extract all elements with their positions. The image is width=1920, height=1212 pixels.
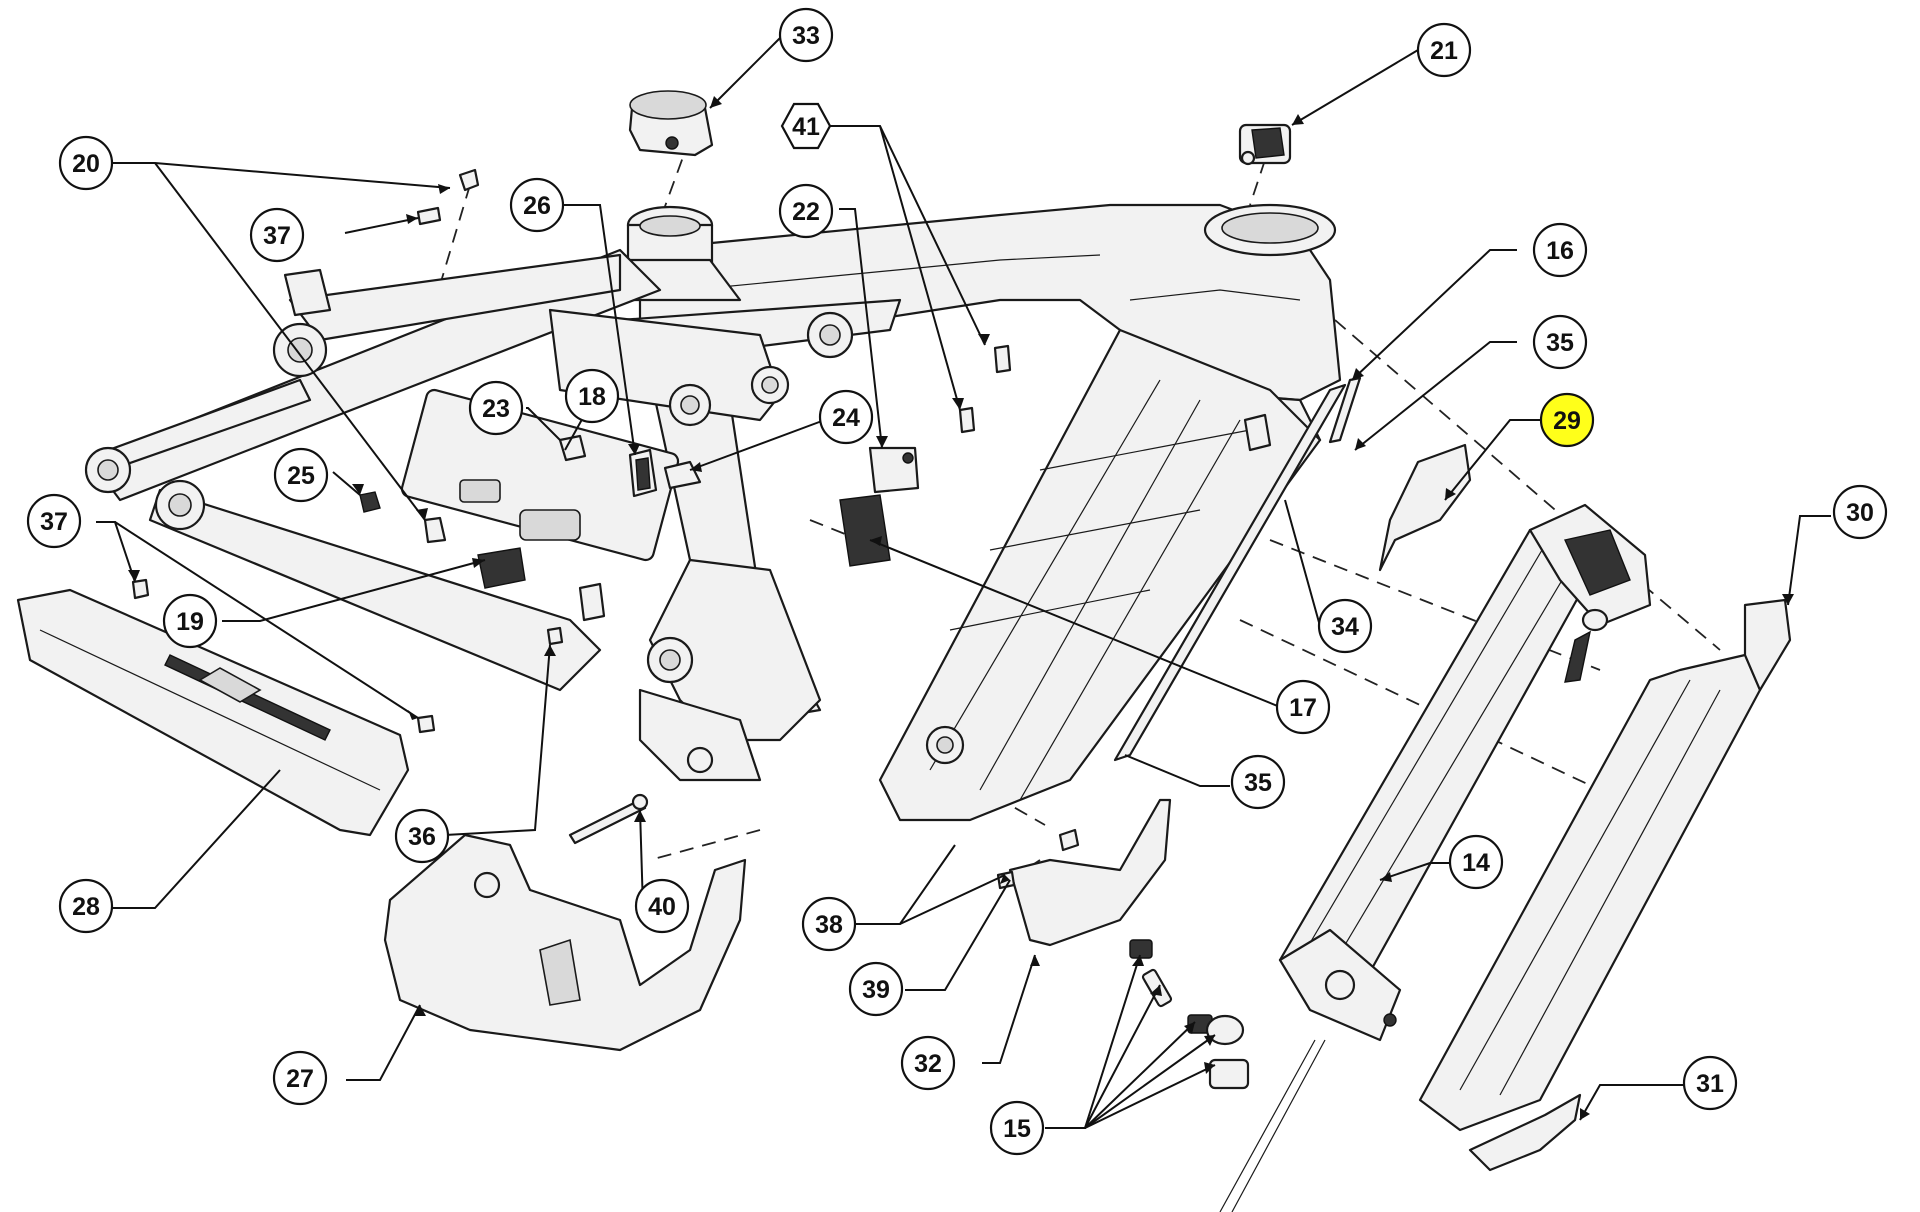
callout-37-left: 37 xyxy=(26,493,82,549)
callout-29-label: 29 xyxy=(1553,407,1581,435)
callout-14: 14 xyxy=(1448,834,1504,890)
chainstay-guard-part xyxy=(16,588,410,837)
callout-38-label: 38 xyxy=(815,911,843,939)
callout-24: 24 xyxy=(818,389,874,445)
callout-27-label: 27 xyxy=(286,1065,314,1093)
callout-26: 26 xyxy=(509,177,565,233)
callout-34: 34 xyxy=(1317,598,1373,654)
callout-18-label: 18 xyxy=(578,383,606,411)
callout-17-label: 17 xyxy=(1289,694,1317,722)
callout-23: 23 xyxy=(468,380,524,436)
callout-39: 39 xyxy=(848,961,904,1017)
callout-15-label: 15 xyxy=(1003,1115,1031,1143)
callout-33-label: 33 xyxy=(792,22,820,50)
callout-40: 40 xyxy=(634,878,690,934)
battery-clip-parts xyxy=(1378,443,1582,1172)
headset-cap-part xyxy=(1238,123,1292,166)
callout-36-label: 36 xyxy=(408,823,436,851)
callout-30: 30 xyxy=(1832,484,1888,540)
callout-16-label: 16 xyxy=(1546,237,1574,265)
leader-lines xyxy=(96,34,1831,1129)
callout-19: 19 xyxy=(162,593,218,649)
callout-17: 17 xyxy=(1275,679,1331,735)
leader-arrowheads xyxy=(128,96,1794,1120)
callouts: 33 21 41 20 26 22 16 37 35 29 23 18 24 2… xyxy=(26,7,1888,1156)
lower-guard-part xyxy=(996,798,1172,947)
callout-35-top: 35 xyxy=(1532,314,1588,370)
callout-39-label: 39 xyxy=(862,976,890,1004)
callout-41: 41 xyxy=(780,102,832,150)
battery-part xyxy=(1219,503,1652,1212)
callout-32-label: 32 xyxy=(914,1050,942,1078)
callout-30-label: 30 xyxy=(1846,499,1874,527)
seat-clamp-part xyxy=(628,90,714,157)
small-parts xyxy=(131,90,1292,734)
callout-32: 32 xyxy=(900,1035,956,1091)
callout-35-bottom-label: 35 xyxy=(1244,769,1272,797)
callout-37-left-label: 37 xyxy=(40,508,68,536)
callout-24-label: 24 xyxy=(832,404,860,432)
callout-22: 22 xyxy=(778,183,834,239)
callout-25: 25 xyxy=(273,447,329,503)
callout-18: 18 xyxy=(564,368,620,424)
callout-21-label: 21 xyxy=(1430,37,1458,65)
callout-15: 15 xyxy=(989,1100,1045,1156)
callout-26-label: 26 xyxy=(523,192,551,220)
callout-31-label: 31 xyxy=(1696,1070,1724,1098)
callout-22-label: 22 xyxy=(792,198,820,226)
callout-14-label: 14 xyxy=(1462,849,1490,877)
callout-36: 36 xyxy=(394,808,450,864)
callout-23-label: 23 xyxy=(482,395,510,423)
callout-20-label: 20 xyxy=(72,150,100,178)
callout-35-bottom: 35 xyxy=(1230,754,1286,810)
callout-29: 29 xyxy=(1539,392,1595,448)
callout-33: 33 xyxy=(778,7,834,63)
callout-21: 21 xyxy=(1416,22,1472,78)
callout-19-label: 19 xyxy=(176,608,204,636)
callout-27: 27 xyxy=(272,1050,328,1106)
callout-20: 20 xyxy=(58,135,114,191)
callout-38: 38 xyxy=(801,896,857,952)
callout-35-top-label: 35 xyxy=(1546,329,1574,357)
callout-31: 31 xyxy=(1682,1055,1738,1111)
callout-37-top: 37 xyxy=(249,207,305,263)
battery-cover-part xyxy=(1418,598,1792,1132)
seal-strip-parts xyxy=(1113,376,1362,762)
callout-16: 16 xyxy=(1532,222,1588,278)
callout-41-label: 41 xyxy=(792,113,820,141)
long-bolt-part xyxy=(568,793,649,845)
callout-34-label: 34 xyxy=(1331,613,1359,641)
callout-28: 28 xyxy=(58,878,114,934)
callout-28-label: 28 xyxy=(72,893,100,921)
callout-37-top-label: 37 xyxy=(263,222,291,250)
callout-25-label: 25 xyxy=(287,462,315,490)
main-frame xyxy=(598,203,1342,822)
hardware-set-part xyxy=(1129,939,1250,1090)
motor-cover-part xyxy=(383,833,747,1052)
callout-40-label: 40 xyxy=(648,893,676,921)
